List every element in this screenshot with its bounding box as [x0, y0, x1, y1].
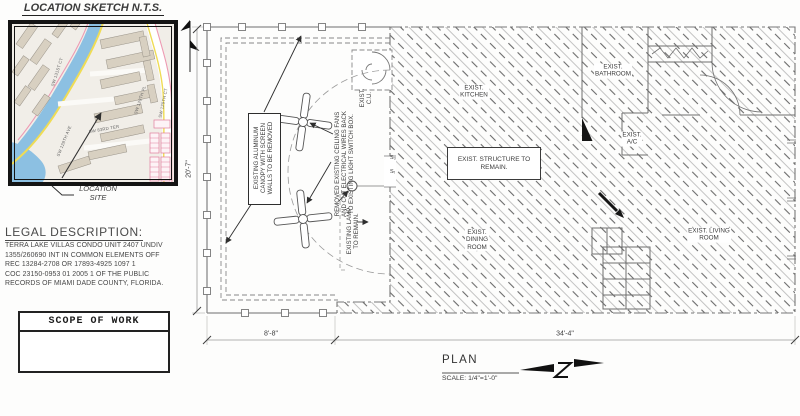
legal-description-heading: LEGAL DESCRIPTION:: [5, 225, 143, 241]
interior-walls: [581, 27, 796, 310]
scope-of-work-box: SCOPE OF WORK: [18, 311, 170, 373]
legal-line: TERRA LAKE VILLAS CONDO UNIT 2407 UNDIV: [5, 242, 163, 249]
caption-leader: [51, 185, 74, 196]
door-swing-arc: [287, 69, 391, 275]
screen-wall-dashed: [220, 37, 390, 301]
room-label-cu: EXIST. C.U.: [358, 88, 373, 108]
room-label-kitchen: EXIST. KITCHEN: [459, 84, 489, 100]
canopy-note-box: [248, 113, 281, 205]
legal-line: REC 13284-2708 OR 17893-4925 1097 1: [5, 261, 136, 268]
legal-line: RECORDS OF MIAMI DADE COUNTY, FLORIDA.: [5, 280, 164, 287]
canopy-note-text: EXISTING ALUMINUM CANOPY WITH SCREEN WAL…: [253, 121, 275, 195]
legal-heading-text: LEGAL DESCRIPTION:: [5, 225, 143, 241]
ceiling-fan-symbol: [273, 189, 333, 249]
north-arrow-horizontal: [520, 359, 604, 378]
sketch-title: LOCATION SKETCH N.T.S.: [8, 2, 178, 16]
door-opening: [384, 156, 396, 187]
legal-line: COC 23150-0953 01 2005 1 OF THE PUBLIC: [5, 270, 150, 278]
plan-scale: SCALE: 1/4"=1'-0": [442, 375, 498, 382]
room-label-bathroom: EXIST. BATHROOM: [594, 63, 632, 79]
switch-symbol: Sₜ: [390, 169, 396, 175]
door-leaf: [582, 118, 593, 141]
room-label-dining: EXIST. DINING ROOM: [464, 228, 490, 252]
location-map-graphic: [11, 23, 175, 184]
sketch-title-text: LOCATION SKETCH N.T.S.: [21, 2, 165, 16]
switch-symbol: S₃: [390, 155, 396, 161]
lamp-note-text: EXISTING LAMP TO REMAIN.: [345, 207, 360, 255]
dimension-lines: [192, 24, 800, 345]
lamp-symbol: [338, 180, 384, 271]
dimension-left: 20'-7": [185, 159, 193, 179]
dimension-house: 34'-4": [555, 330, 575, 338]
map-pink-buildings: [149, 119, 171, 182]
structure-note-text: EXIST. STRUCTURE TO REMAIN.: [457, 155, 531, 171]
map-frame: [8, 20, 178, 186]
plan-title: PLAN: [442, 354, 479, 366]
black-arrow: [597, 191, 619, 213]
room-label-living: EXIST. LIVING ROOM: [687, 227, 731, 243]
note-leaders: [225, 35, 334, 244]
legal-line: 1355/260690 INT IN COMMON ELEMENTS OFF: [5, 251, 160, 259]
existing-structure-hatch: [336, 26, 796, 314]
porch-walls: [203, 23, 390, 317]
structure-note-box: EXIST. STRUCTURE TO REMAIN.: [447, 147, 541, 180]
ceiling-fan-symbol: [273, 92, 333, 152]
room-label-ac: EXIST. A/C: [621, 131, 643, 147]
location-site-caption: LOCATION SITE: [79, 184, 117, 202]
scope-of-work-title: SCOPE OF WORK: [20, 313, 168, 332]
dimension-porch: 8'-8": [263, 330, 279, 338]
